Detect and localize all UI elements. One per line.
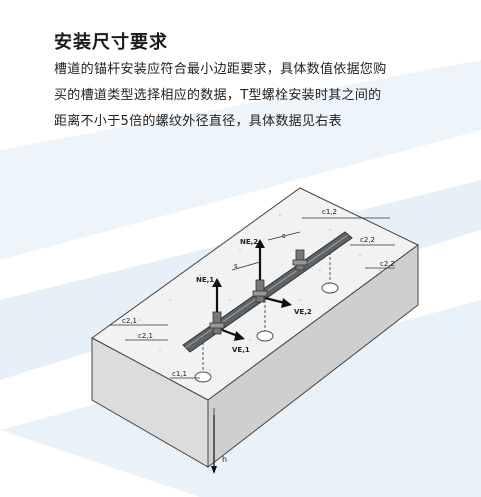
label-c12: c1,2 — [322, 208, 337, 216]
label-c11: c1,1 — [172, 370, 187, 378]
label-c22: c2,2 — [360, 236, 375, 244]
body-line-1: 槽道的锚杆安装应符合最小边距要求，具体数值依据您购 — [54, 62, 387, 77]
label-c22b: c2,2 — [380, 260, 395, 268]
label-ve2: VE,2 — [294, 308, 312, 316]
label-ne1: NE,1 — [196, 276, 214, 284]
label-s1: s — [234, 262, 238, 270]
concrete-texture — [139, 214, 381, 371]
anchor-heads — [194, 282, 339, 383]
label-ne2: NE,2 — [240, 238, 258, 246]
anchor-rods — [202, 252, 331, 372]
force-arrows — [212, 239, 292, 341]
label-c21b: c2,1 — [138, 332, 153, 340]
body-line-3: 距离不小于5倍的螺纹外径直径，具体数据见右表 — [54, 114, 342, 129]
installation-diagram: c1,2 c2,2 c2,2 c2,1 c2,1 c1,1 s s NE,2 N… — [91, 187, 419, 474]
body-line-2: 买的槽道类型选择相应的数据，T型螺栓安装时其之间的 — [54, 88, 382, 103]
label-c21: c2,1 — [122, 317, 137, 325]
label-ve1: VE,1 — [232, 346, 250, 354]
label-h: h — [222, 455, 227, 464]
label-s2: s — [282, 232, 286, 240]
page-title: 安装尺寸要求 — [54, 32, 168, 53]
block-right-face — [207, 244, 419, 469]
